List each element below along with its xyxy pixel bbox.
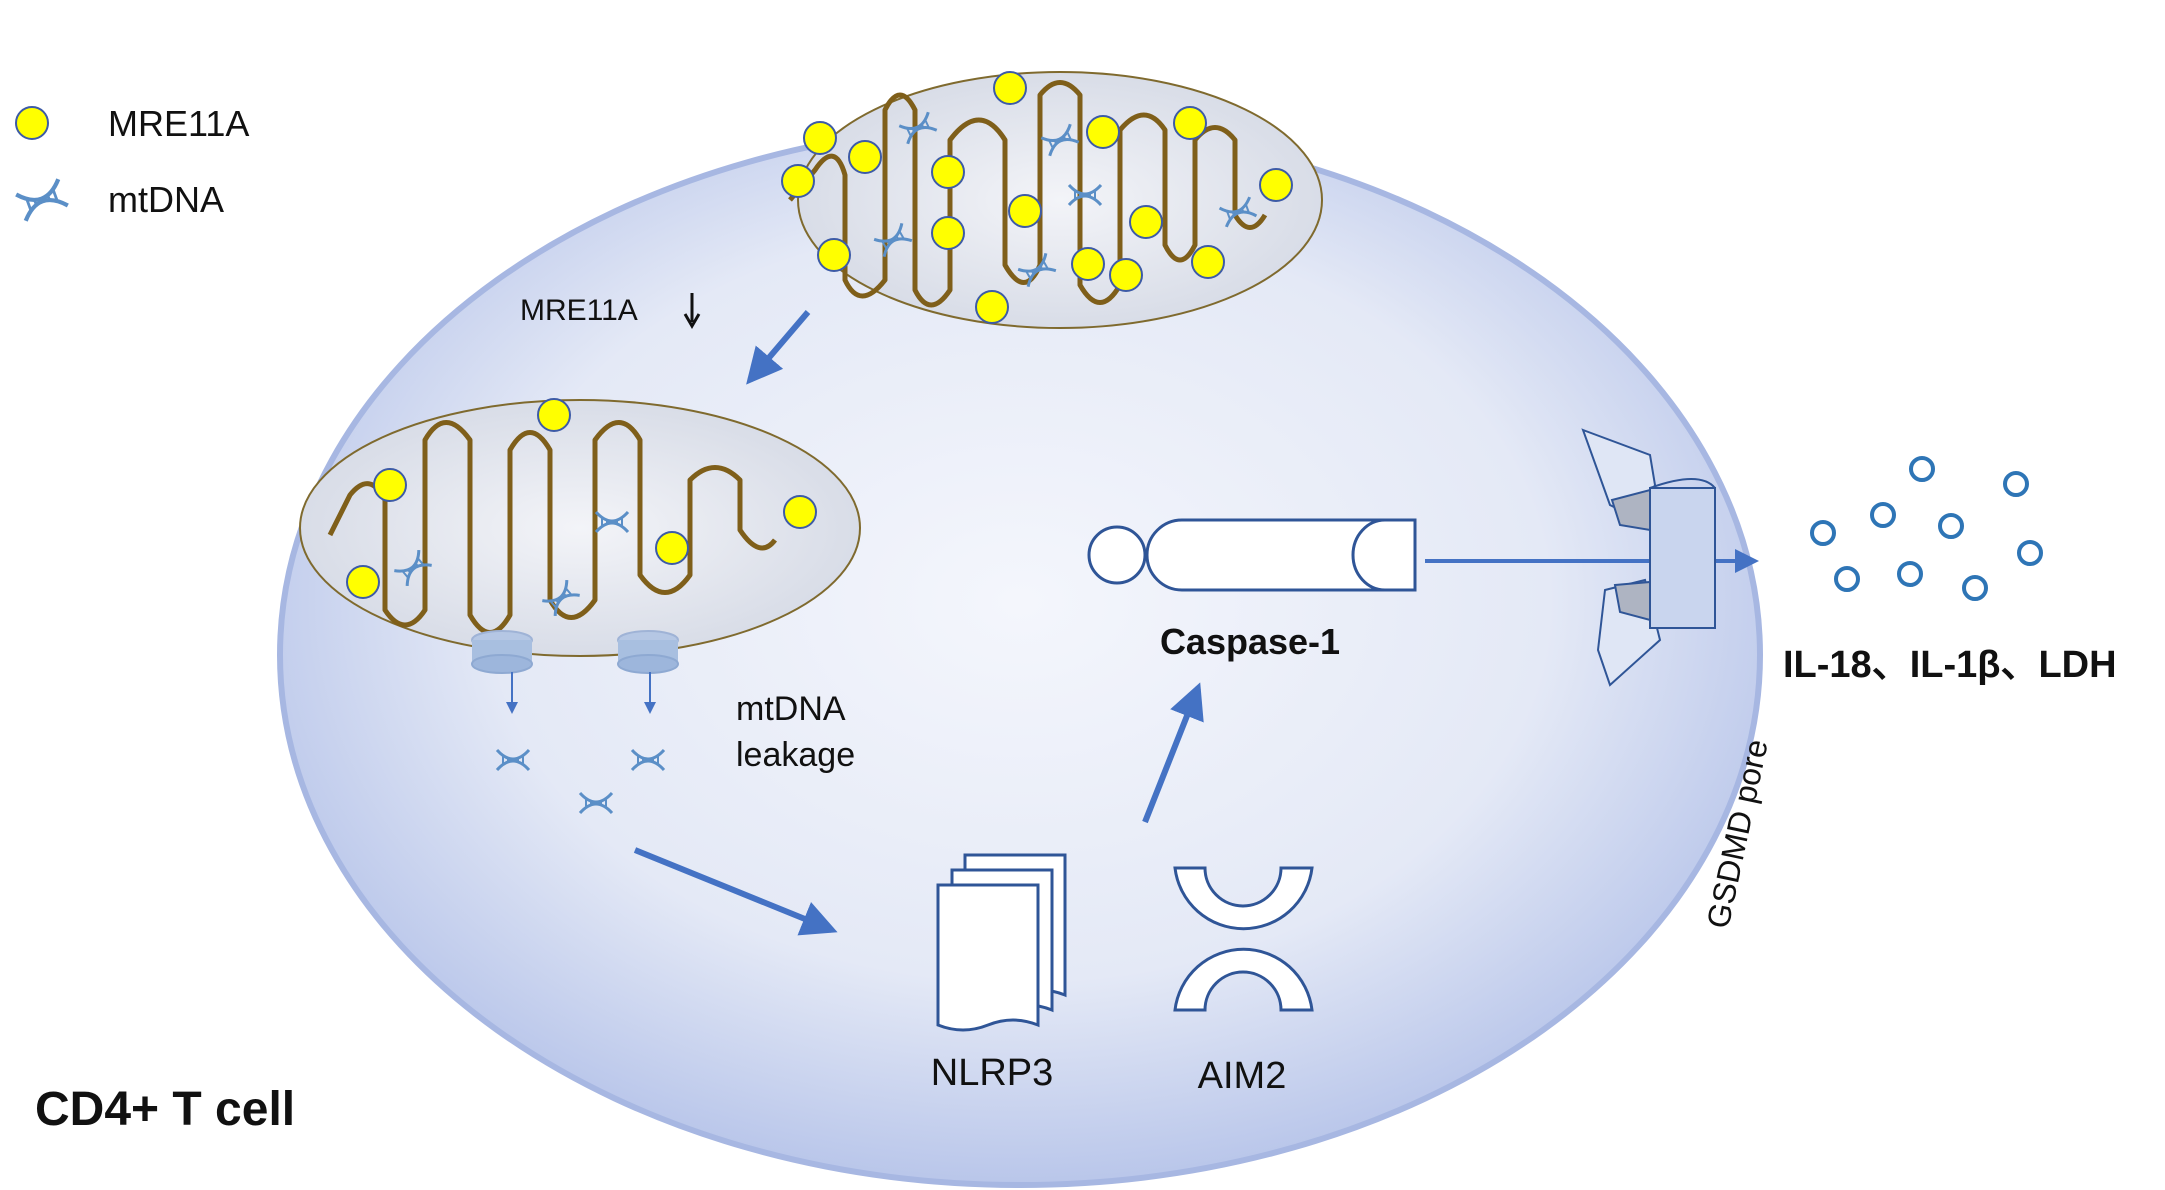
caspase-1-icon: [1087, 518, 1417, 592]
mtdna-leakage-label-1: mtDNA: [736, 690, 846, 728]
gsdmd-pore-icon: [1581, 428, 1716, 687]
cell-label: CD4+ T cell: [35, 1083, 295, 1136]
dna-icon: [16, 179, 68, 221]
released-particles: [1810, 456, 2043, 601]
mre11a-dot-icon: [15, 106, 49, 140]
cristae-damaged: [327, 420, 777, 635]
mitochondrion-normal: [781, 71, 1323, 329]
mito-pore-right: [617, 630, 679, 674]
down-arrow-icon: [683, 293, 701, 329]
mre11a-down-label: MRE11A: [520, 294, 638, 327]
legend: MRE11A mtDNA: [16, 103, 249, 221]
mitochondrion-damaged: [299, 398, 861, 674]
legend-label-mtdna: mtDNA: [108, 179, 224, 220]
nlrp3-label: NLRP3: [931, 1052, 1054, 1094]
mtdna-leakage-label-2: leakage: [736, 736, 855, 774]
nlrp3-icon: [936, 853, 1067, 1032]
arrow-to-caspase: [1142, 682, 1204, 824]
aim2-label: AIM2: [1198, 1055, 1287, 1097]
aim2-icon: [1173, 866, 1314, 1012]
legend-label-mre11a: MRE11A: [108, 103, 249, 144]
arrow-mito-to-damaged: [746, 310, 811, 385]
caspase-1-label: Caspase-1: [1160, 621, 1340, 662]
mito-pore-left: [471, 630, 533, 674]
arrow-mtdna-to-nlrp3: [633, 847, 838, 936]
released-cytokines-label: IL-18、IL-1β、LDH: [1783, 644, 2117, 686]
